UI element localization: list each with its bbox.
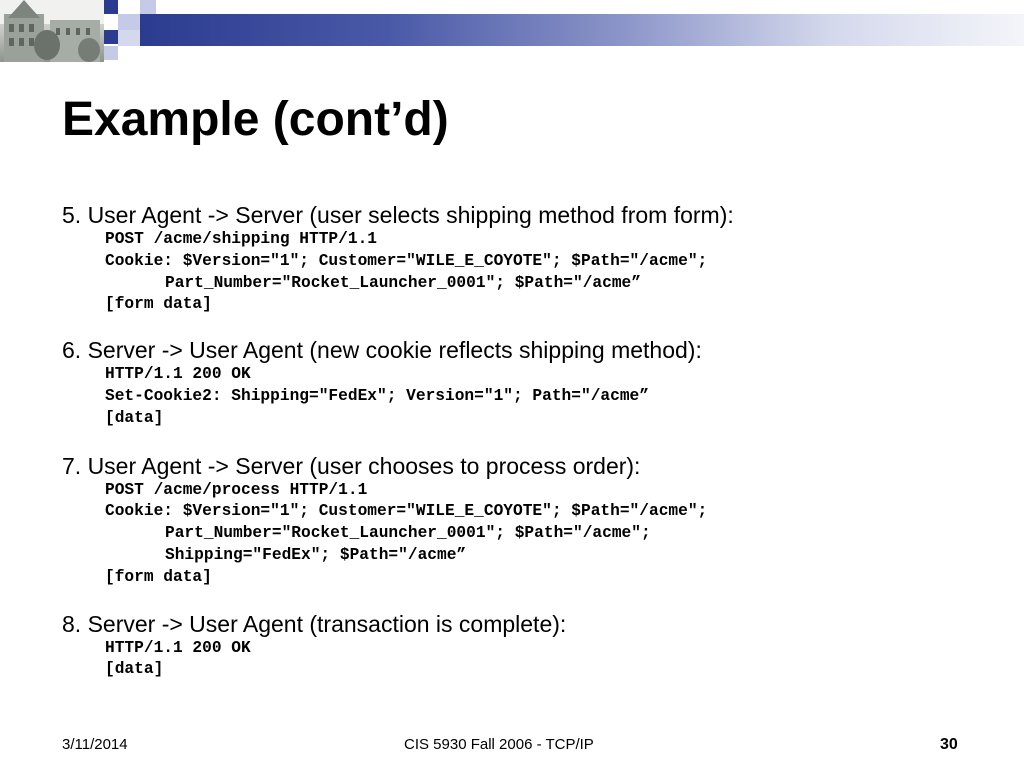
header-square-dark (104, 30, 118, 44)
header-square-light (104, 46, 118, 60)
code-line: POST /acme/shipping HTTP/1.1 (105, 230, 377, 248)
header-building-photo (0, 0, 104, 62)
step-label: 5. User Agent -> Server (user selects sh… (62, 202, 734, 228)
step-5: 5. User Agent -> Server (user selects sh… (62, 201, 1002, 316)
code-line: [form data] (105, 295, 212, 314)
footer-page-number: 30 (940, 736, 958, 753)
header-square-light (118, 14, 140, 30)
header-gradient-bar (140, 14, 1024, 46)
code-line: [data] (105, 660, 164, 679)
code-line: HTTP/1.1 200 OK (105, 365, 251, 384)
step-6: 6. Server -> User Agent (new cookie refl… (62, 336, 1002, 429)
code-line: Part_Number="Rocket_Launcher_0001"; $Pat… (165, 524, 651, 543)
header-square-light (118, 30, 140, 46)
slide-title: Example (cont’d) (62, 93, 449, 146)
code-line: [form data] (105, 567, 212, 586)
header-square-dark (104, 0, 118, 14)
step-label: 8. Server -> User Agent (transaction is … (62, 610, 567, 637)
footer-date: 3/11/2014 (62, 736, 128, 753)
code-line: Set-Cookie2: Shipping="FedEx"; Version="… (105, 386, 649, 405)
code-line: POST /acme/process HTTP/1.1 (105, 480, 368, 499)
code-line: Cookie: $Version="1"; Customer="WILE_E_C… (105, 251, 708, 270)
step-label: 6. Server -> User Agent (new cookie refl… (62, 337, 702, 364)
code-line: HTTP/1.1 200 OK (105, 638, 251, 657)
step-7: 7. User Agent -> Server (user chooses to… (62, 452, 1002, 589)
footer-course-title: CIS 5930 Fall 2006 - TCP/IP (404, 736, 594, 753)
code-line: Cookie: $Version="1"; Customer="WILE_E_C… (105, 502, 708, 521)
code-line: Shipping="FedEx"; $Path="/acme” (165, 545, 467, 564)
header-square-light (140, 0, 156, 14)
code-line: Part_Number="Rocket_Launcher_0001"; $Pat… (165, 273, 641, 292)
step-8: 8. Server -> User Agent (transaction is … (62, 610, 1002, 682)
step-label: 7. User Agent -> Server (user chooses to… (62, 452, 641, 479)
slide-content: 5. User Agent -> Server (user selects sh… (62, 201, 1002, 701)
code-line: [data] (105, 408, 164, 427)
